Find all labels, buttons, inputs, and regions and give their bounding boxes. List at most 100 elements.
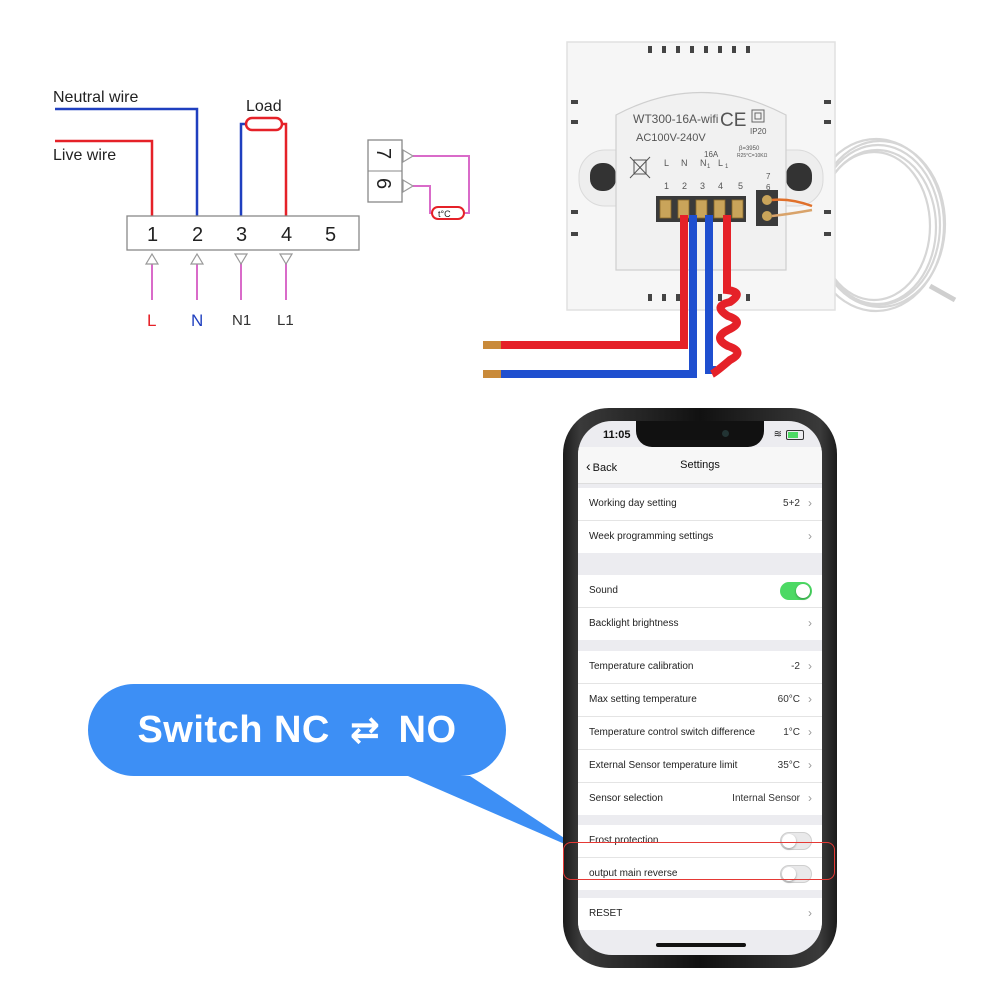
device-terminal-number-2: 2	[682, 181, 687, 191]
sensor-label: t°C	[438, 209, 451, 219]
swap-arrows-icon: ⇄	[349, 709, 381, 750]
device-model: WT300-16A-wifi	[633, 112, 718, 126]
back-label: Back	[592, 462, 618, 474]
settings-row[interactable]: Max setting temperature 60°C ›	[578, 684, 822, 717]
settings-row-value: 60°C	[777, 694, 800, 705]
settings-row[interactable]: output main reverse	[578, 858, 822, 890]
live-wire-label: Live wire	[53, 147, 116, 164]
wifi-icon: ≋	[773, 429, 782, 440]
settings-row[interactable]: Week programming settings ›	[578, 521, 822, 553]
wiring-diagram: Neutral wire Live wire Load 1 2 3 4 5 L …	[53, 41, 957, 378]
terminal-4: 4	[281, 224, 292, 246]
pin-label-n: N	[191, 311, 203, 330]
settings-row-label: RESET	[589, 908, 623, 919]
settings-row-label: Week programming settings	[589, 531, 714, 542]
highlight-box	[563, 842, 835, 880]
device-terminal-letter-4: L	[718, 158, 723, 168]
device-terminal-sub-4: 1	[725, 164, 729, 170]
chevron-right-icon: ›	[808, 725, 812, 739]
home-indicator	[656, 943, 746, 947]
live-wire	[55, 139, 154, 216]
device-sensor-number-7: 7	[766, 172, 771, 181]
settings-row[interactable]: Sound	[578, 575, 822, 608]
device-terminal-number-5: 5	[738, 181, 743, 191]
toggle-switch[interactable]	[780, 865, 812, 883]
settings-row-value: 35°C	[777, 760, 800, 771]
nav-bar: ‹Back Settings	[578, 447, 822, 484]
device-current: 16A	[704, 150, 719, 159]
battery-icon	[786, 429, 804, 440]
back-button[interactable]: ‹Back	[586, 458, 617, 474]
front-camera-icon	[722, 430, 729, 437]
settings-row-label: output main reverse	[589, 868, 678, 879]
page-title: Settings	[680, 459, 720, 471]
settings-row[interactable]: Backlight brightness ›	[578, 608, 822, 640]
settings-row[interactable]: Frost protection	[578, 825, 822, 858]
chevron-right-icon: ›	[808, 496, 812, 510]
load-label: Load	[246, 98, 282, 115]
pin-arrows	[144, 252, 294, 266]
status-icons: ≋	[774, 429, 804, 440]
callout-left-text: Switch NC	[137, 708, 330, 751]
device-beta: β=3950	[739, 146, 760, 152]
device-terminal-letter-3: N	[700, 158, 707, 168]
sensor-arrows	[402, 148, 415, 194]
terminal-3: 3	[236, 224, 247, 246]
settings-row-label: Working day setting	[589, 498, 677, 509]
device-terminal-sub-3: 1	[707, 164, 711, 170]
device-ip-rating: IP20	[750, 127, 767, 136]
sensor-terminal-6: 6	[372, 178, 394, 189]
settings-row-value: -2	[791, 661, 800, 672]
device-terminal-number-1: 1	[664, 181, 669, 191]
phone-screen: 11:05 ≋ ‹Back Settings Working day setti…	[578, 421, 822, 955]
settings-row-value: 1°C	[783, 727, 800, 738]
sensor-terminal-7: 7	[372, 148, 394, 159]
chevron-right-icon: ›	[808, 791, 812, 805]
chevron-right-icon: ›	[808, 906, 812, 920]
weee-bin-icon	[629, 156, 651, 179]
neutral-wire	[55, 107, 199, 216]
settings-group: RESET ›	[578, 898, 822, 930]
settings-row-label: Sensor selection	[589, 793, 663, 804]
callout-text: Switch NC ⇄ NO	[88, 684, 506, 776]
device-terminal-letter-1: L	[664, 158, 669, 168]
device-ce-mark: CE	[720, 110, 746, 131]
chevron-right-icon: ›	[808, 616, 812, 630]
toggle-switch[interactable]	[780, 582, 812, 600]
chevron-right-icon: ›	[808, 529, 812, 543]
pin-label-n1: N1	[232, 312, 251, 329]
device-terminal-number-4: 4	[718, 181, 723, 191]
device-terminal-letter-2: N	[681, 158, 688, 168]
settings-group: Temperature calibration-2›Max setting te…	[578, 651, 822, 815]
settings-row-value: Internal Sensor	[732, 793, 800, 804]
pin-label-l: L	[147, 311, 156, 330]
chevron-right-icon: ›	[808, 692, 812, 706]
settings-row-label: Max setting temperature	[589, 694, 697, 705]
status-time: 11:05	[603, 429, 631, 441]
terminal-block	[126, 215, 360, 251]
settings-row[interactable]: Temperature control switch difference 1°C…	[578, 717, 822, 750]
settings-row[interactable]: RESET ›	[578, 898, 822, 930]
toggle-switch[interactable]	[780, 832, 812, 850]
chevron-left-icon: ‹	[586, 458, 591, 474]
settings-row[interactable]: Sensor selection Internal Sensor ›	[578, 783, 822, 815]
pin-label-l1: L1	[277, 312, 294, 329]
settings-row-label: Temperature calibration	[589, 661, 694, 672]
chevron-right-icon: ›	[808, 758, 812, 772]
settings-row-label: Temperature control switch difference	[589, 727, 756, 738]
settings-row-label: Backlight brightness	[589, 618, 679, 629]
phone-frame: 11:05 ≋ ‹Back Settings Working day setti…	[563, 408, 837, 968]
terminal-5: 5	[325, 224, 336, 246]
settings-row[interactable]: Temperature calibration -2 ›	[578, 651, 822, 684]
chevron-right-icon: ›	[808, 659, 812, 673]
callout-right-text: NO	[398, 708, 457, 751]
phone-notch	[636, 421, 764, 447]
settings-row-label: Frost protection	[589, 835, 659, 846]
device-voltage: AC100V-240V	[636, 132, 706, 144]
device-terminal-number-3: 3	[700, 181, 705, 191]
device-sensor-number-6: 6	[766, 183, 771, 192]
